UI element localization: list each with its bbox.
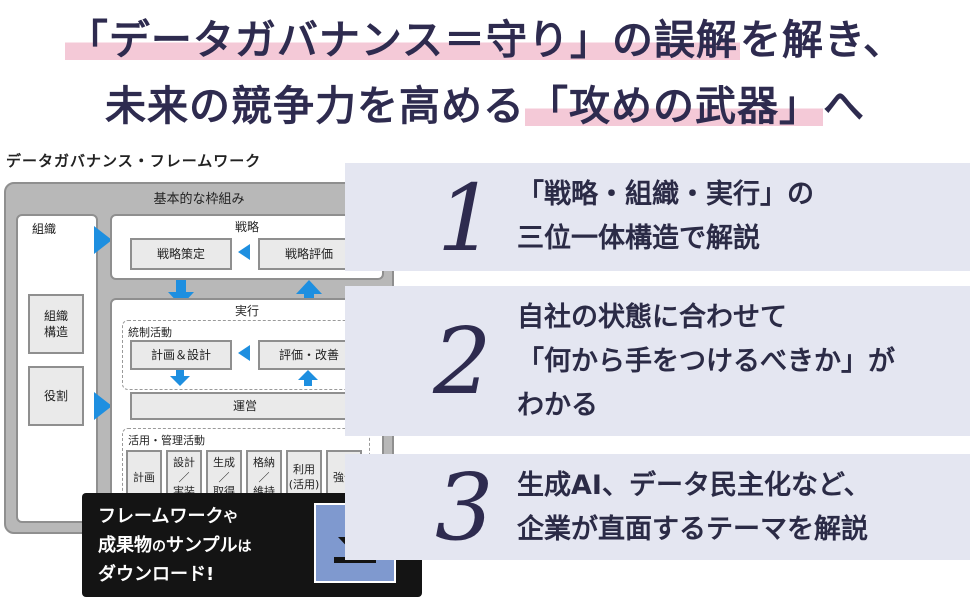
feature-2-line-2: 「何から手をつけるべきか」が	[517, 346, 895, 377]
control-left-arrow	[238, 345, 250, 361]
utilization-activities-label: 活用・管理活動	[128, 434, 205, 447]
cta-line2-d: は	[237, 539, 252, 555]
headline-line-2: 未来の競争力を高める「攻めの武器」へ	[0, 72, 970, 132]
org-to-execution-arrow	[94, 392, 112, 420]
strategy-section: 戦略 戦略策定 戦略評価	[110, 214, 384, 280]
feature-2-line-1: 自社の状態に合わせて	[517, 302, 787, 333]
feature-text-1: 「戦略・組織・実行」の 三位一体構造で解説	[517, 173, 814, 261]
execution-section: 実行 統制活動 計画＆設計 評価・改善 運営 活用・管理活動 計画 設計 ／ 実…	[110, 298, 384, 524]
up-arrow-icon	[296, 280, 322, 306]
down-arrow-icon	[170, 370, 190, 386]
org-role-box: 役割	[28, 366, 84, 426]
cta-text: フレームワークや 成果物のサンプルは ダウンロード!	[98, 503, 251, 589]
feature-panel-1: 1 「戦略・組織・実行」の 三位一体構造で解説	[345, 163, 970, 271]
strategy-evaluation-box: 戦略評価	[258, 238, 360, 270]
evaluate-improve-box: 評価・改善	[258, 340, 360, 370]
feature-number-3: 3	[435, 454, 494, 561]
operation-box: 運営	[130, 392, 360, 420]
feature-1-line-2: 三位一体構造で解説	[517, 223, 760, 254]
headline-highlight-1: 「データガバナンス＝守り」の誤解	[64, 16, 741, 64]
feature-2-line-3: わかる	[517, 390, 598, 421]
feature-panel-3: 3 生成AI、データ民主化など、 企業が直面するテーマを解説	[345, 454, 970, 560]
framework-diagram: 基本的な枠組み 組織 組織 構造 役割 戦略 戦略策定 戦略評価 実行 統制活動…	[4, 182, 394, 534]
headline-text-1b: を解き、	[740, 16, 906, 64]
feature-panel-2: 2 自社の状態に合わせて 「何から手をつけるべきか」が わかる	[345, 286, 970, 436]
org-structure-box: 組織 構造	[28, 294, 84, 354]
down-arrow-icon	[168, 280, 194, 306]
cta-line2-b: の	[152, 539, 166, 555]
strategy-planning-box: 戦略策定	[130, 238, 232, 270]
organization-column: 組織 組織 構造 役割	[16, 214, 98, 523]
cta-line3: ダウンロード!	[98, 564, 215, 585]
execution-label: 実行	[234, 304, 259, 318]
feature-text-2: 自社の状態に合わせて 「何から手をつけるべきか」が わかる	[517, 296, 895, 428]
framework-title: データガバナンス・フレームワーク	[6, 152, 262, 170]
organization-label: 組織	[32, 222, 57, 236]
up-arrow-icon	[298, 370, 318, 386]
cta-line2-a: 成果物	[98, 535, 152, 556]
feature-number-2: 2	[433, 308, 492, 415]
headline-text-2a: 未来の競争力を高める	[105, 82, 525, 130]
cta-line2-c: サンプル	[166, 535, 238, 556]
headline-line-1: 「データガバナンス＝守り」の誤解を解き、	[0, 6, 970, 66]
org-to-strategy-arrow	[94, 226, 112, 254]
plan-design-box: 計画＆設計	[130, 340, 232, 370]
headline-highlight-2: 「攻めの武器」	[525, 82, 823, 130]
strategy-left-arrow	[238, 244, 250, 260]
control-activities-label: 統制活動	[128, 326, 172, 339]
headline-text-2c: へ	[823, 82, 865, 130]
feature-number-1: 1	[437, 165, 496, 272]
cta-line1-b: や	[223, 510, 238, 526]
cta-line1-a: フレームワーク	[98, 506, 224, 527]
feature-3-line-1: 生成AI、データ民主化など、	[517, 470, 871, 501]
feature-text-3: 生成AI、データ民主化など、 企業が直面するテーマを解説	[517, 464, 871, 552]
strategy-label: 戦略	[234, 220, 259, 234]
feature-3-line-2: 企業が直面するテーマを解説	[517, 514, 868, 545]
framework-outer-title: 基本的な枠組み	[153, 192, 245, 207]
feature-1-line-1: 「戦略・組織・実行」の	[517, 179, 814, 210]
